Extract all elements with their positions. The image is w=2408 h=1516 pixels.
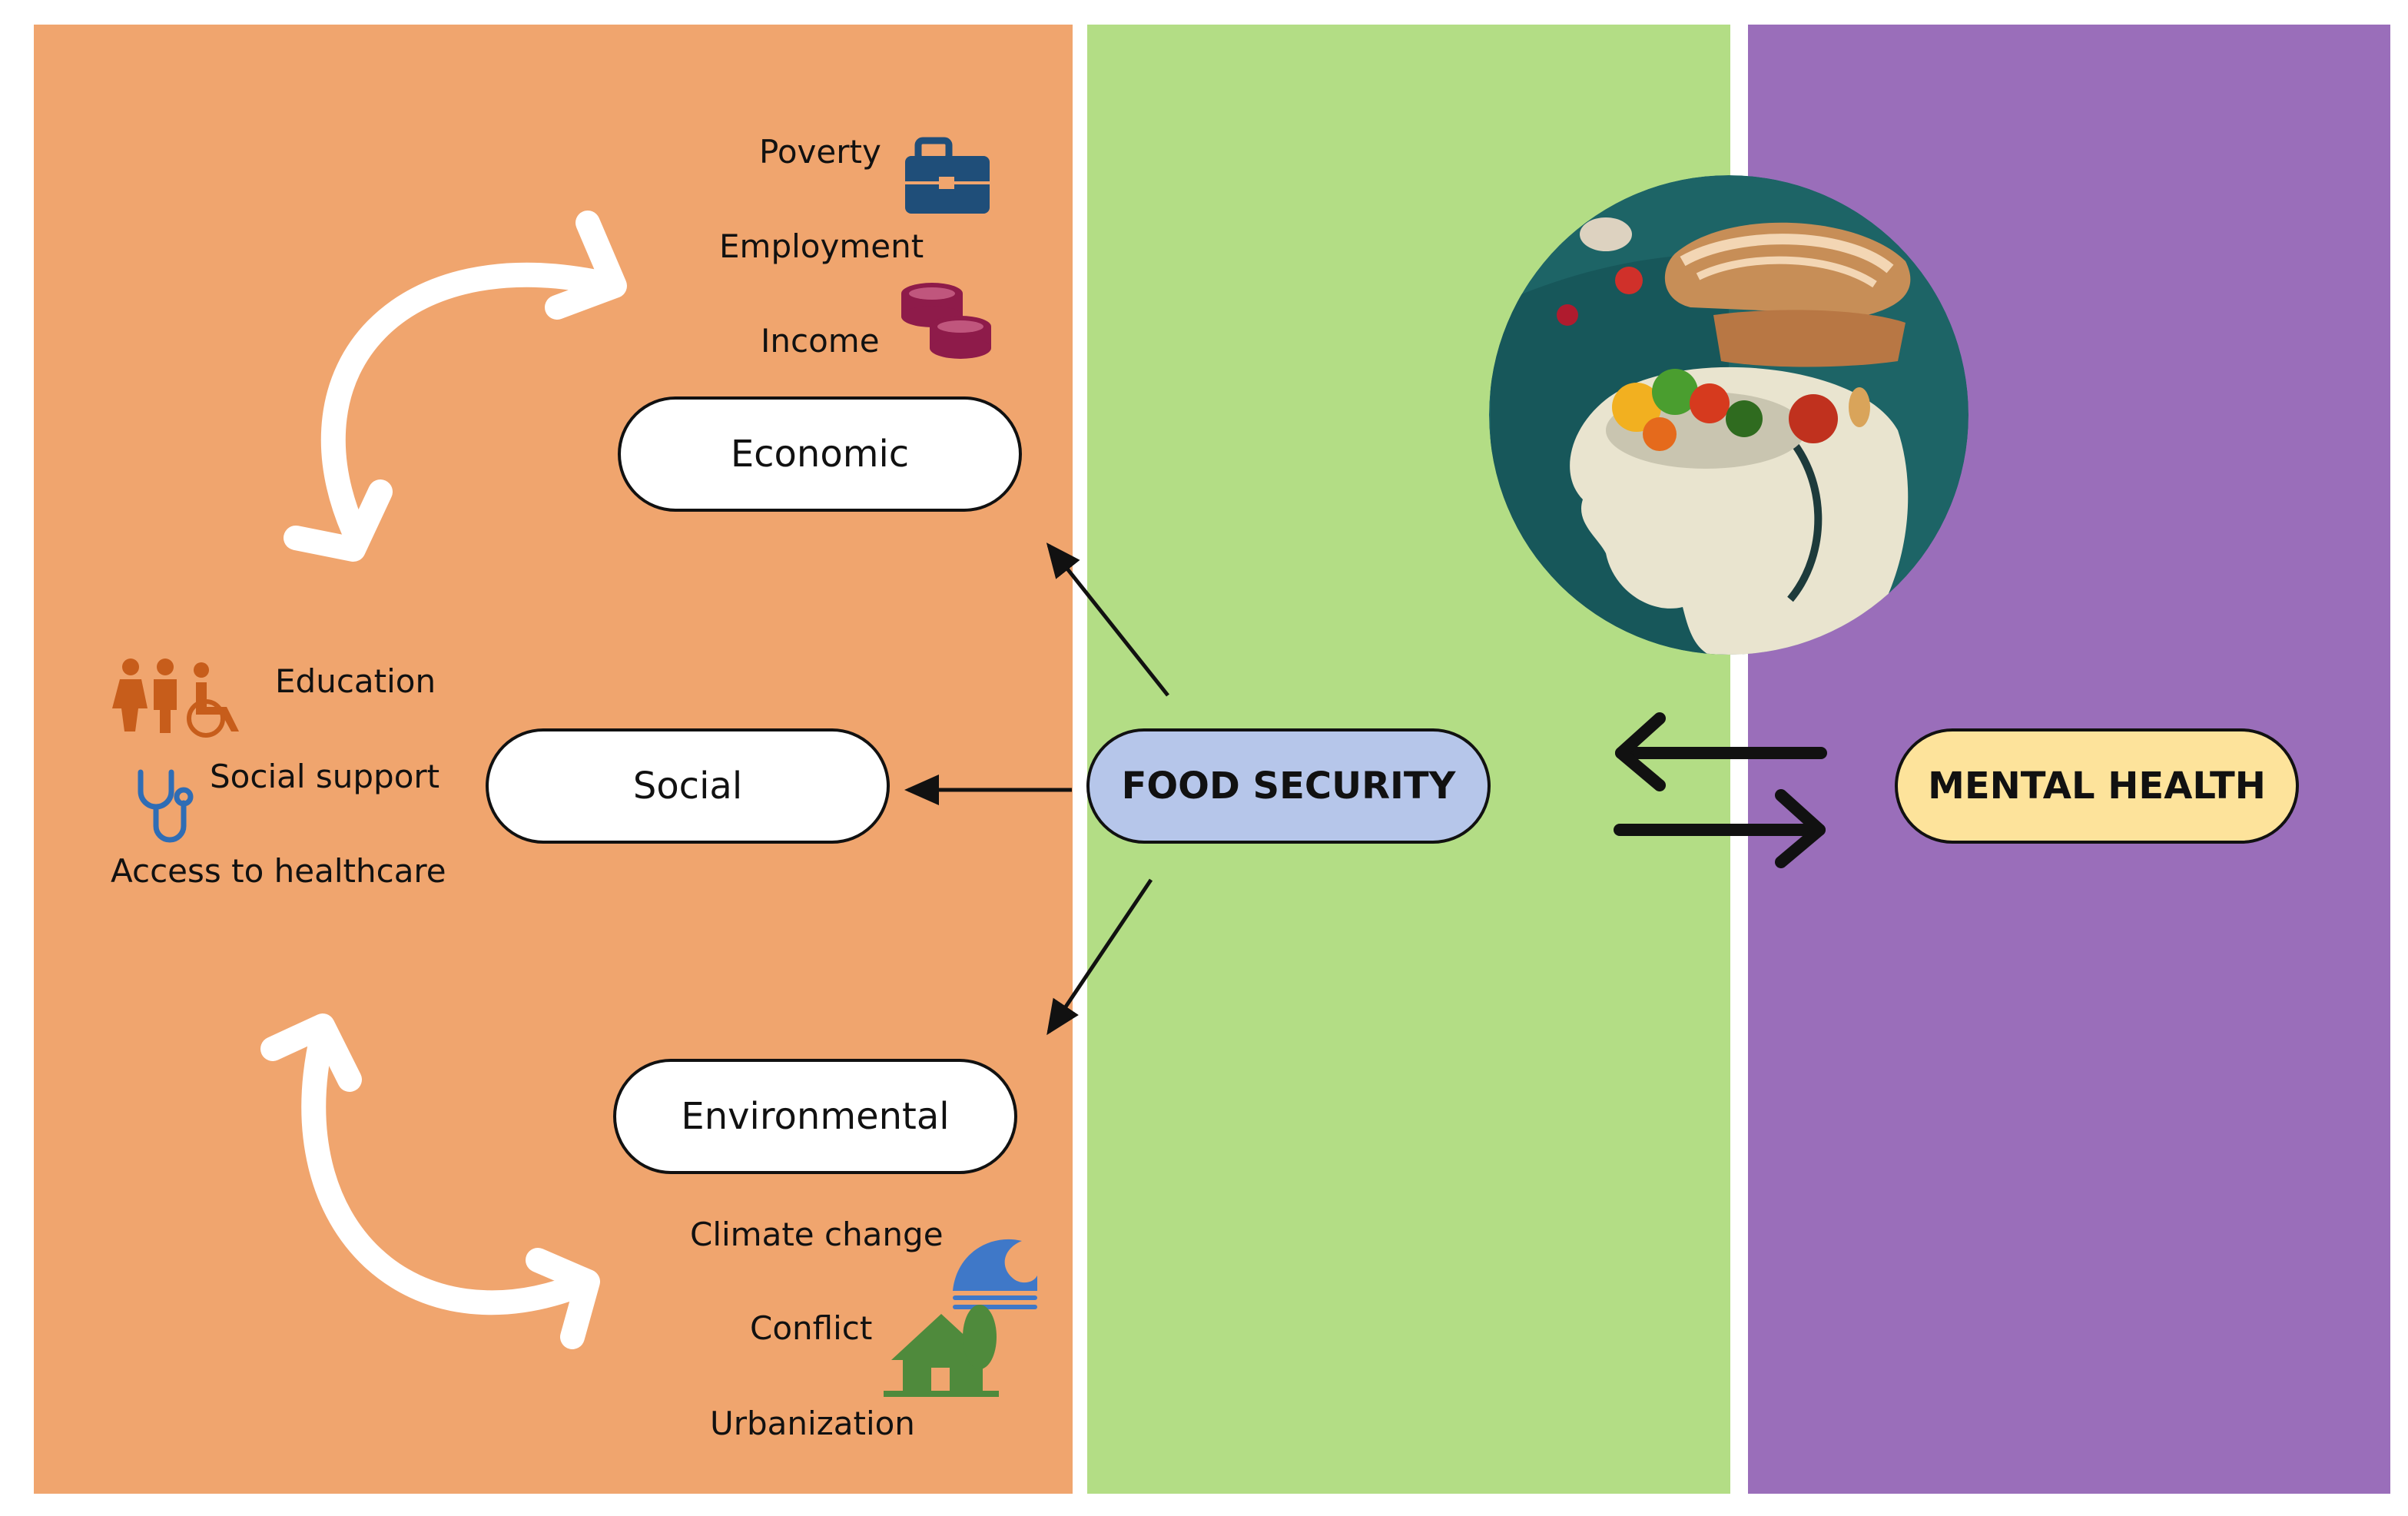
social-label: Social (632, 765, 743, 808)
environmental-node: Environmental (613, 1059, 1017, 1174)
brain-food-head-illustration (1489, 175, 1969, 655)
economic-label: Economic (730, 433, 910, 476)
stethoscope-icon (138, 769, 194, 843)
social-node: Social (486, 728, 890, 844)
factor-employment: Employment (719, 227, 924, 265)
bidirectional-arrows (1614, 712, 1827, 868)
arrow-to-environmental (1046, 878, 1153, 1036)
briefcase-icon (905, 137, 990, 214)
economic-node: Economic (618, 396, 1022, 512)
factor-climate-change: Climate change (690, 1216, 944, 1253)
food-security-node: FOOD SECURITY (1086, 728, 1491, 844)
factor-education: Education (275, 662, 436, 700)
people-wheelchair-icon (112, 658, 239, 738)
mental-health-node: MENTAL HEALTH (1895, 728, 2299, 844)
mental-health-label: MENTAL HEALTH (1928, 765, 2266, 808)
wave-icon (953, 1239, 1037, 1309)
factor-social-support: Social support (210, 758, 440, 795)
house-tree-icon (884, 1305, 999, 1397)
factor-access-to-healthcare: Access to healthcare (111, 852, 446, 890)
arrow-to-economic (1046, 542, 1169, 697)
factor-poverty: Poverty (759, 133, 881, 171)
food-security-label: FOOD SECURITY (1121, 765, 1456, 808)
factor-conflict: Conflict (750, 1309, 873, 1347)
factor-income: Income (761, 322, 880, 360)
coins-icon (901, 283, 991, 359)
cycle-arrow-top (284, 211, 627, 562)
factor-urbanization: Urbanization (710, 1405, 915, 1442)
environmental-label: Environmental (681, 1095, 950, 1138)
cycle-arrow-bottom (260, 1013, 600, 1349)
